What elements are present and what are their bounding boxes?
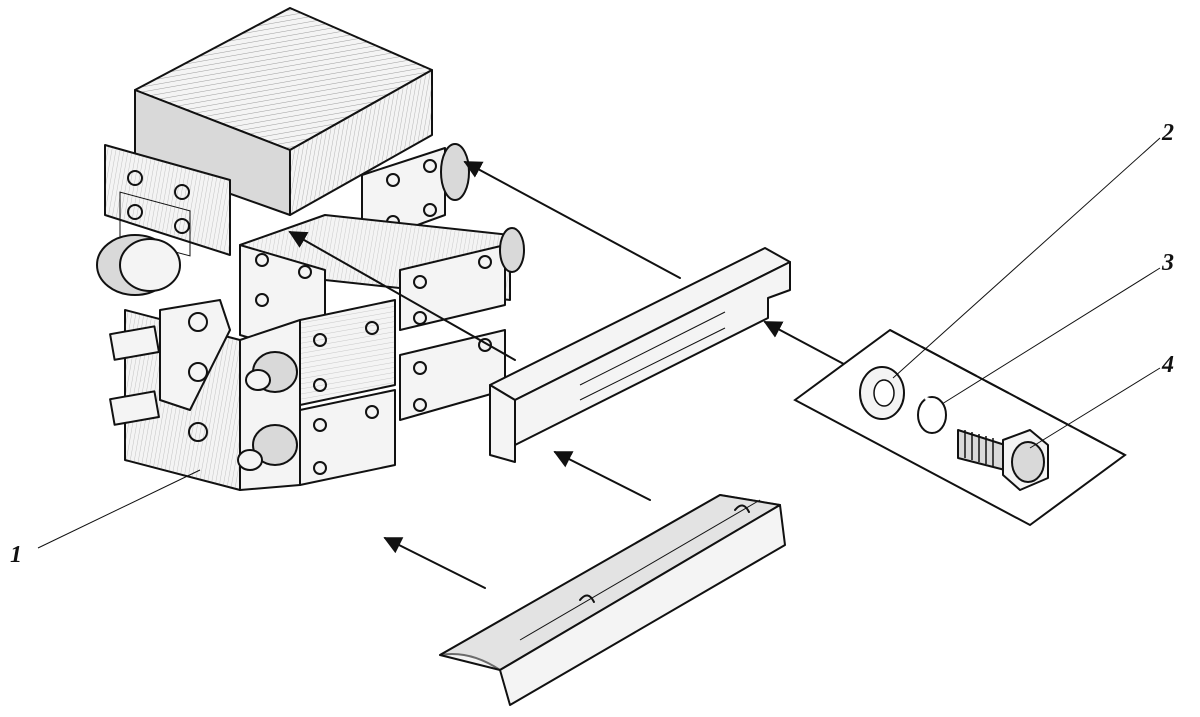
flat-washer-icon [859, 366, 905, 420]
hex-bolt-icon [957, 429, 1049, 491]
fastener-card [793, 328, 1127, 527]
upper-channel-bracket [489, 247, 791, 463]
callout-3: 3 [1161, 250, 1174, 276]
callout-4: 4 [1161, 352, 1174, 378]
lower-channel [439, 494, 786, 706]
assembly-arrows [288, 161, 856, 589]
leader-lines [37, 137, 1161, 549]
callout-2: 2 [1161, 120, 1174, 146]
lock-washer-icon [917, 396, 947, 434]
callout-1: 1 [10, 542, 22, 568]
valve-block-assembly [96, 7, 525, 491]
